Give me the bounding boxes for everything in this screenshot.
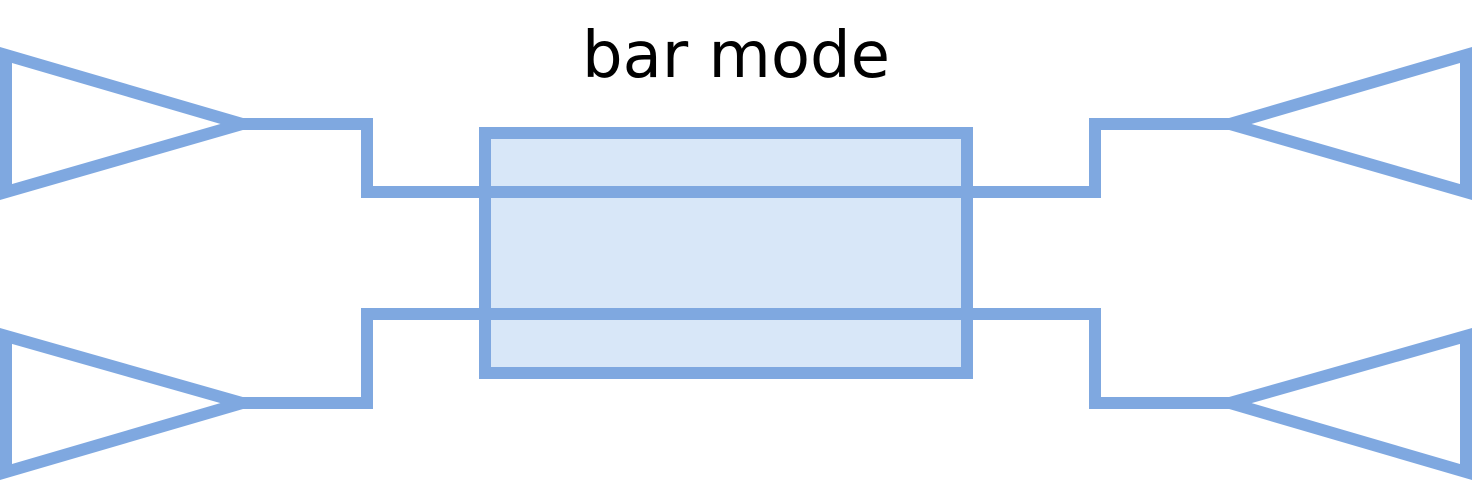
triangle-top-left (0, 46, 264, 200)
diagram-title: bar mode (582, 19, 890, 93)
triangle-top-right (1208, 46, 1472, 200)
triangle-bottom-left (0, 328, 264, 480)
connector-bottom (242, 308, 1230, 409)
center-bar (479, 127, 973, 379)
connector-top (242, 118, 1230, 198)
triangle-bottom-right (1208, 328, 1472, 480)
